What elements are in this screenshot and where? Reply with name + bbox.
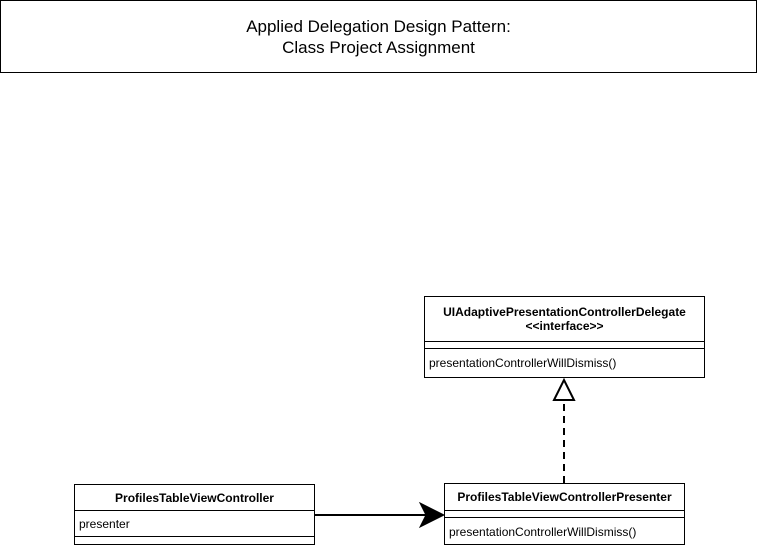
class-controller-attribute: presenter <box>75 511 314 537</box>
class-delegate-interface[interactable]: UIAdaptivePresentationControllerDelegate… <box>424 296 705 378</box>
class-delegate-name: UIAdaptivePresentationControllerDelegate <box>443 305 686 319</box>
class-controller-header: ProfilesTableViewController <box>75 485 314 511</box>
class-presenter-method: presentationControllerWillDismiss() <box>449 524 637 539</box>
title-line-1: Applied Delegation Design Pattern: <box>246 16 511 36</box>
realization-arrowhead <box>552 377 576 401</box>
class-presenter-name: ProfilesTableViewControllerPresenter <box>457 490 672 504</box>
class-controller[interactable]: ProfilesTableViewController presenter <box>74 484 315 545</box>
class-delegate-stereotype: <<interface>> <box>525 319 604 333</box>
association-arrowhead <box>418 501 446 529</box>
class-delegate-method: presentationControllerWillDismiss() <box>429 356 617 370</box>
class-presenter[interactable]: ProfilesTableViewControllerPresenter pre… <box>444 483 685 545</box>
class-presenter-attributes <box>445 511 684 518</box>
class-presenter-header: ProfilesTableViewControllerPresenter <box>445 484 684 511</box>
diagram-title: Applied Delegation Design Pattern: Class… <box>0 0 757 73</box>
title-line-2: Class Project Assignment <box>282 37 475 57</box>
class-delegate-attributes <box>425 342 704 349</box>
class-controller-name: ProfilesTableViewController <box>115 490 274 505</box>
class-delegate-header: UIAdaptivePresentationControllerDelegate… <box>425 297 704 342</box>
